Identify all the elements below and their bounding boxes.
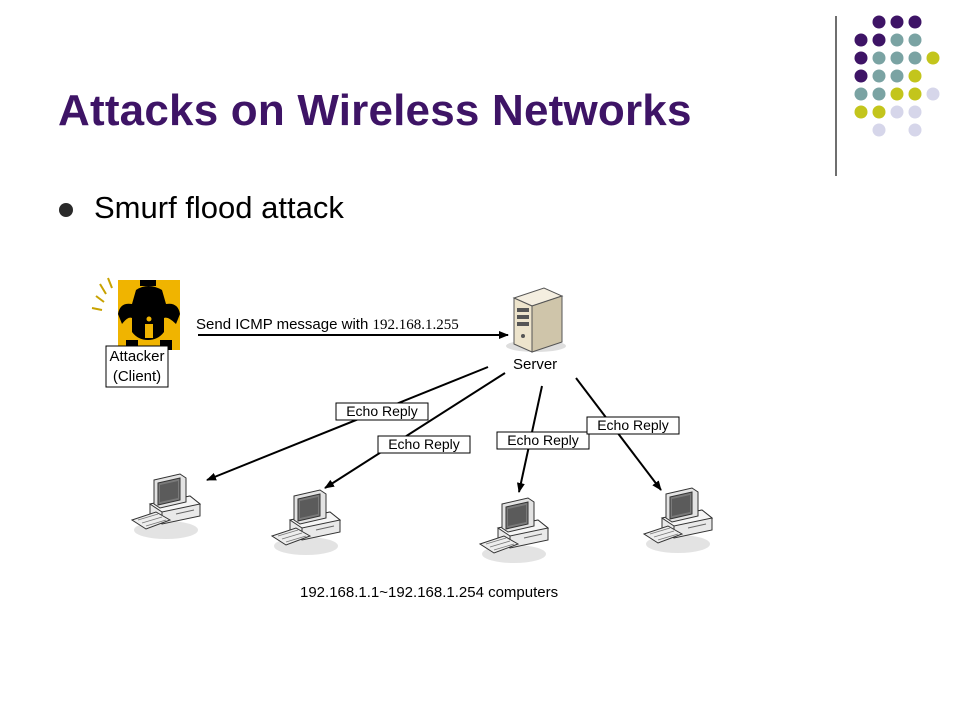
decor-dot: [908, 87, 922, 101]
attacker-icon: [91, 277, 180, 350]
echo-reply-label-4: Echo Reply: [597, 417, 669, 433]
decor-dot: [872, 33, 886, 47]
decor-dot: [872, 51, 886, 65]
desktop-computer-icon-2: [271, 489, 341, 556]
server-icon: [506, 287, 566, 353]
bullet-point-icon: [59, 203, 73, 217]
decor-dot: [908, 69, 922, 83]
attacker-label-line1: Attacker: [109, 348, 164, 365]
decor-dot: [926, 87, 940, 101]
desktop-computer-icon-1: [131, 473, 201, 540]
decor-dot: [854, 87, 868, 101]
desktop-computer-icon-4: [643, 487, 713, 554]
decor-dot: [908, 33, 922, 47]
decor-dot: [908, 105, 922, 119]
echo-reply-label-3: Echo Reply: [507, 432, 579, 448]
decor-divider-line: [835, 16, 837, 176]
send-icmp-label: Send ICMP message with 192.168.1.255: [196, 316, 459, 333]
decor-dot: [872, 87, 886, 101]
decor-dot: [908, 123, 922, 137]
echo-reply-label-2: Echo Reply: [388, 436, 460, 452]
decor-dot: [890, 33, 904, 47]
decor-dot: [872, 123, 886, 137]
decor-dot: [872, 15, 886, 29]
decor-dot: [908, 15, 922, 29]
decor-dot: [854, 105, 868, 119]
decor-dot: [854, 33, 868, 47]
decor-dot: [872, 69, 886, 83]
echo-reply-label-1: Echo Reply: [346, 403, 418, 419]
echo-reply-arrow-1: [206, 366, 489, 481]
server-label: Server: [513, 356, 557, 373]
decor-dot: [890, 87, 904, 101]
decor-dot: [890, 51, 904, 65]
decor-dot: [890, 69, 904, 83]
bullet-text: Smurf flood attack: [94, 190, 344, 225]
computers-label: 192.168.1.1~192.168.1.254 computers: [300, 584, 558, 601]
decor-dot: [872, 105, 886, 119]
decor-dot: [854, 69, 868, 83]
decor-dot: [890, 15, 904, 29]
decor-dot: [890, 105, 904, 119]
desktop-computer-icon-3: [479, 497, 549, 564]
decor-dot: [854, 51, 868, 65]
decor-dot: [908, 51, 922, 65]
page-title: Attacks on Wireless Networks: [58, 86, 692, 135]
decor-dot: [926, 51, 940, 65]
echo-reply-arrow-2: [324, 372, 506, 489]
attacker-label-line2: (Client): [113, 368, 161, 385]
